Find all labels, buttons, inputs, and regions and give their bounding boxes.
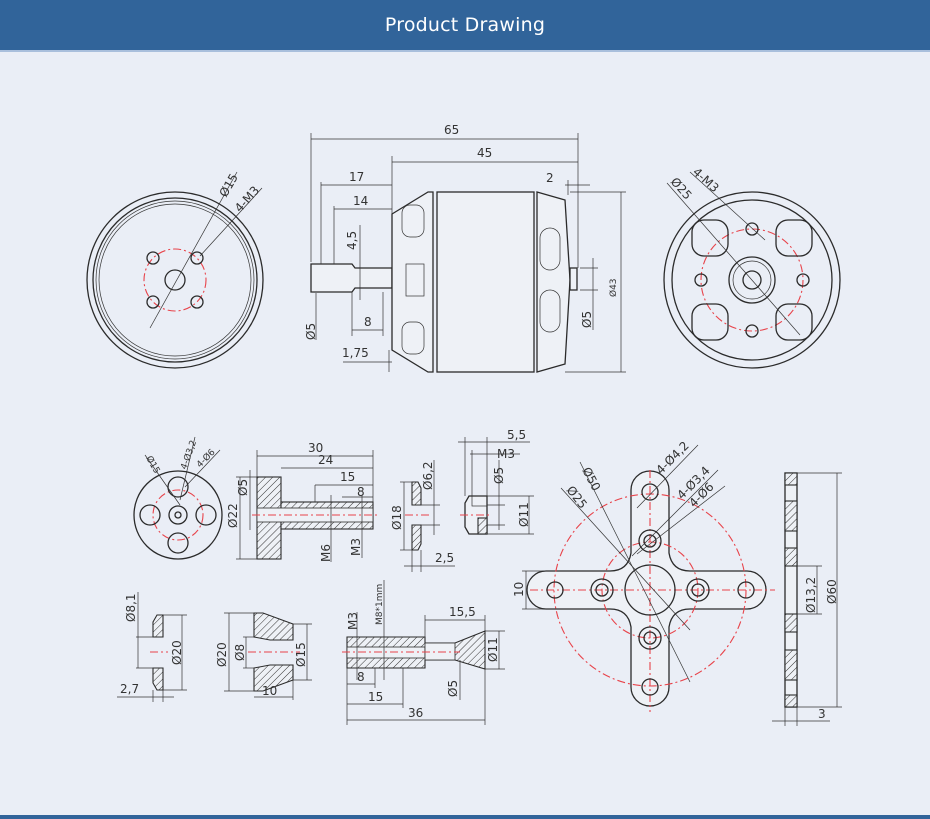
dim-nut-d5: Ø5: [492, 467, 506, 484]
washer-view: Ø18 Ø6,2 2,5: [390, 460, 455, 572]
dim-mount-10: 10: [512, 582, 526, 597]
label-nut-m3: M3: [497, 447, 515, 461]
small-washer-view: Ø8,1 Ø20 2,7: [117, 592, 187, 702]
label-front-holes: 4-M3: [232, 183, 262, 215]
dim-adapter-30: 30: [308, 441, 323, 455]
dim-collet-8: 8: [357, 670, 365, 684]
dim-cone-d8: Ø8: [233, 644, 247, 661]
dim-mount-3: 3: [818, 707, 826, 721]
dim-nut-d11: Ø11: [517, 502, 531, 527]
motor-front-view: Ø15 4-M3: [86, 171, 264, 369]
dim-cone-d20: Ø20: [215, 642, 229, 667]
dim-body: 45: [477, 146, 492, 160]
page-title: Product Drawing: [384, 14, 546, 36]
prop-adapter-side-view: 30 24 15 8 Ø22 Ø5 M6 M3: [226, 441, 380, 562]
cross-mount-view: Ø50 Ø25 4-Ø4,2 4-Ø3,4 4-Ø6 10: [512, 439, 775, 712]
dim-washer-2-5: 2,5: [435, 551, 454, 565]
label-adapter-d15: Ø15: [143, 454, 162, 476]
dim-small-washer-d20: Ø20: [170, 640, 184, 665]
dim-8: 8: [364, 315, 372, 329]
dim-mount-d13-2: Ø13,2: [804, 577, 818, 613]
dim-collet-15: 15: [368, 690, 383, 704]
dim-adapter-d5: Ø5: [236, 479, 250, 496]
page-footer-bar: [0, 815, 930, 819]
dim-overall: 65: [444, 123, 459, 137]
label-front-d15: Ø15: [216, 171, 240, 199]
dim-washer-d18: Ø18: [390, 505, 404, 530]
label-mount-d50: Ø50: [579, 465, 603, 493]
dim-collet-d5: Ø5: [446, 680, 460, 697]
dim-adapter-d22: Ø22: [226, 503, 240, 528]
dim-cone-d15: Ø15: [294, 642, 308, 667]
dim-1-75: 1,75: [342, 346, 369, 360]
dim-collet-15-5: 15,5: [449, 605, 476, 619]
label-rear-holes: 4-M3: [690, 165, 722, 195]
label-mount-d25: Ø25: [564, 483, 590, 511]
dim-4-5: 4,5: [345, 231, 359, 250]
page-header: Product Drawing: [0, 0, 930, 52]
label-collet-m3: M3: [346, 612, 360, 630]
dim-rear-shaft-d: Ø5: [580, 311, 594, 328]
dim-small-washer-d8-1: Ø8,1: [124, 593, 138, 622]
dim-adapter-8: 8: [357, 485, 365, 499]
label-collet-m8: M8*1mm: [375, 584, 385, 625]
motor-rear-view: Ø25 4-M3: [663, 165, 841, 369]
dim-17: 17: [349, 170, 364, 184]
dim-collet-36: 36: [408, 706, 423, 720]
label-adapter-m6: M6: [319, 544, 333, 562]
collet-view: M3 M8*1mm 15,5 Ø11 8 15 36 Ø5: [342, 580, 505, 725]
dim-2: 2: [546, 171, 554, 185]
dim-small-washer-2-7: 2,7: [120, 682, 139, 696]
cone-view: Ø20 Ø8 Ø15 10: [215, 612, 312, 700]
dim-mount-d60: Ø60: [825, 579, 839, 604]
prop-adapter-front-view: Ø15 4-Ø3,2 4-Ø6: [133, 436, 223, 560]
nut-view: 5,5 M3 Ø5 Ø11: [458, 428, 534, 535]
dim-body-d: Ø43: [608, 278, 619, 297]
mount-side-view: Ø13,2 Ø60 3: [772, 472, 842, 726]
dim-nut-5-5: 5,5: [507, 428, 526, 442]
dim-shaft-d: Ø5: [304, 323, 318, 340]
dim-washer-d6-2: Ø6,2: [421, 461, 435, 490]
label-adapter-holes-6: 4-Ø6: [194, 447, 217, 470]
dim-collet-d11: Ø11: [486, 637, 500, 662]
motor-side-view: 65 45 17 14 4,5 8 1,75 Ø5 2 Ø5 Ø43: [304, 123, 626, 373]
label-adapter-holes-3-2: 4-Ø3,2: [178, 439, 199, 471]
dim-adapter-15: 15: [340, 470, 355, 484]
dim-14: 14: [353, 194, 368, 208]
dim-cone-10: 10: [262, 684, 277, 698]
label-adapter-m3: M3: [349, 538, 363, 556]
dim-adapter-24: 24: [318, 453, 333, 467]
